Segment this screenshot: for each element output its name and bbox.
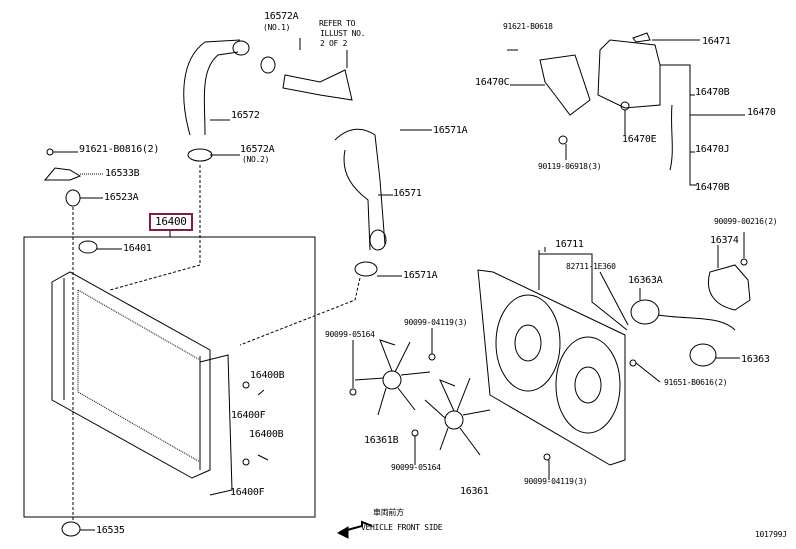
hose-clamp-2 [187,148,213,162]
part-label[interactable]: 16571 [393,188,422,199]
lower-hose [334,128,386,251]
hose-clamp [260,56,276,74]
part-label[interactable]: 16361B [364,435,399,446]
reference-note: ILLUST NO. [320,29,366,38]
radiator-group-frame [23,236,316,518]
water-outlet [282,69,353,101]
part-label[interactable]: 90119-06918(3) [538,162,602,171]
part-label[interactable]: 16572A [264,11,299,22]
part-label[interactable]: 91621-B0816(2) [79,144,160,155]
part-label[interactable]: 16571A [433,125,468,136]
part-label-highlighted[interactable]: 16400 [149,213,193,231]
front-direction-arrow [339,520,373,533]
arrow-head-icon [336,526,349,539]
part-label[interactable]: 16470E [622,134,657,145]
fan-motor-16363 [689,343,717,367]
part-label[interactable]: 16470J [695,144,730,155]
reservoir-tank [507,32,745,186]
fan-16361B [354,339,431,416]
direction-label-jp: 車両前方 [373,508,404,517]
part-label[interactable]: 16535 [96,525,125,536]
part-label[interactable]: 16374 [710,235,739,246]
fan-motor-16363A [630,299,660,325]
part-label[interactable]: 16361 [460,486,489,497]
part-label[interactable]: 16470B [695,182,730,193]
figure-id: 101799J [755,530,787,539]
upper-hose [183,39,241,136]
part-label[interactable]: 90099-04119(3) [524,477,588,486]
part-label[interactable]: 16711 [555,239,584,250]
reference-note: REFER TO [319,19,356,28]
radiator [51,271,233,496]
part-label[interactable]: 91651-B0616(2) [664,378,728,387]
part-label[interactable]: 16400F [230,487,265,498]
part-label[interactable]: 16572A [240,144,275,155]
fan-16361 [424,377,491,456]
part-note: (NO.2) [242,155,270,164]
part-label[interactable]: 90099-05164 [391,463,441,472]
part-label[interactable]: 16363A [628,275,663,286]
hose-clamp-3 [354,261,378,277]
reference-note: 2 OF 2 [320,39,348,48]
direction-label: VEHICLE FRONT SIDE [361,523,443,532]
part-label[interactable]: 16572 [231,110,260,121]
part-label[interactable]: 16400B [249,429,284,440]
part-label[interactable]: 16571A [403,270,438,281]
part-label[interactable]: 16533B [105,168,140,179]
fan-shroud [477,250,628,466]
part-label[interactable]: 16470B [695,87,730,98]
part-label[interactable]: 16363 [741,354,770,365]
part-label[interactable]: 16470 [747,107,776,118]
part-label[interactable]: 16400B [250,370,285,381]
part-label[interactable]: 16470C [475,77,510,88]
part-label[interactable]: 16401 [123,243,152,254]
part-note: (NO.1) [263,23,291,32]
part-label[interactable]: 90099-04119(3) [404,318,468,327]
part-label[interactable]: 82711-1E360 [566,262,616,271]
motor-cover-16374 [708,264,751,311]
part-label[interactable]: 16523A [104,192,139,203]
part-label[interactable]: 16400F [231,410,266,421]
part-label[interactable]: 91621-B0618 [503,22,553,31]
part-label[interactable]: 16471 [702,36,731,47]
part-label[interactable]: 90099-00216(2) [714,217,778,226]
part-label[interactable]: 90099-05164 [325,330,375,339]
